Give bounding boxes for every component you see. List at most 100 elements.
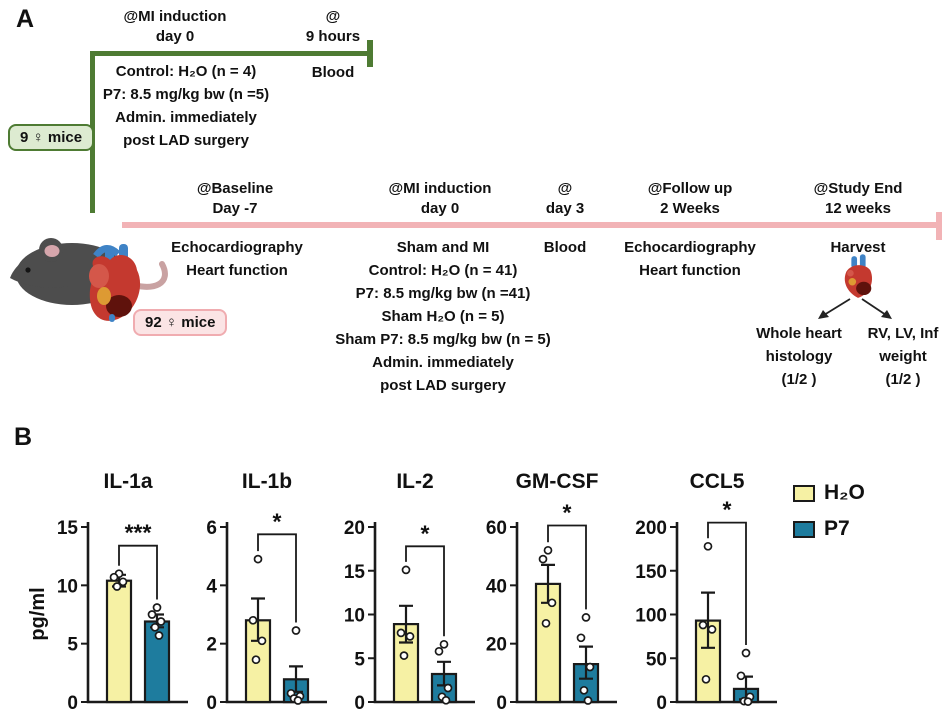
arrow-left-line	[823, 298, 851, 316]
axes	[225, 522, 327, 704]
data-point	[581, 613, 591, 622]
y-tick-label: 5	[67, 635, 78, 656]
error-bar	[701, 591, 715, 649]
data-point	[741, 648, 751, 658]
significance-stars: *	[273, 508, 282, 534]
harvest-output-weight: RV, LV, Inf weight (1/2 )	[868, 322, 939, 391]
cohort1-event-9h: @ 9 hours	[306, 7, 360, 47]
treatment-line: post LAD surgery	[123, 132, 249, 149]
data-point	[743, 697, 753, 706]
chart-legend: H₂O P7	[793, 481, 865, 541]
data-point	[118, 577, 128, 587]
data-point	[150, 622, 160, 632]
y-tick-label: 200	[635, 518, 667, 539]
data-point	[399, 651, 409, 660]
legend-swatch-p7	[793, 520, 815, 538]
arrow-left-head	[818, 310, 829, 319]
data-point	[248, 615, 258, 625]
y-tick-label: 0	[206, 693, 217, 714]
treatment-line: Admin. immediately	[115, 109, 257, 126]
cohort1-event-mi: @MI induction day 0	[124, 7, 227, 47]
cohort1-badge: 9 ♀ mice	[8, 124, 95, 151]
data-point	[583, 696, 593, 705]
cohort2-timeline-endcap	[936, 212, 942, 240]
heart-vessel	[851, 256, 858, 269]
cohort1-blood-label: Blood	[311, 64, 355, 81]
y-tick-label: 5	[354, 649, 365, 670]
significance-bracket	[257, 533, 297, 623]
data-point	[251, 655, 261, 665]
panel-a-label: A	[16, 5, 35, 33]
data-point	[253, 554, 263, 564]
event-line2: 2 Weeks	[660, 200, 720, 217]
y-tick-label: 0	[496, 693, 507, 714]
treatment-line: Control: H₂O (n = 4)	[115, 63, 257, 80]
y-tick-label: 20	[344, 518, 365, 539]
cohort2-day3-block: Blood	[544, 236, 587, 259]
heart-patch	[97, 287, 111, 305]
bar-h2o	[105, 579, 133, 704]
cohort1-timeline	[92, 51, 373, 56]
significance-stars: *	[421, 520, 430, 546]
block-line: Control: H₂O (n = 41)	[368, 262, 518, 279]
block-line: Echocardiography	[171, 239, 303, 256]
y-tick-label: 0	[656, 693, 667, 714]
significance-bracket	[118, 544, 158, 600]
data-point	[152, 603, 162, 612]
legend-row-h2o: H₂O	[793, 481, 865, 505]
cohort2-mi-block: Sham and MI Control: H₂O (n = 41) P7: 8.…	[335, 236, 550, 397]
cohort2-event-baseline: @Baseline Day -7	[197, 179, 273, 219]
y-axis-label: pg/ml	[28, 587, 49, 640]
arrow-right-line	[861, 298, 887, 316]
data-point	[443, 683, 453, 693]
event-line2: Day -7	[212, 200, 258, 217]
significance-bracket	[707, 521, 747, 645]
legend-swatch-h2o	[793, 484, 815, 502]
y-tick-label: 20	[486, 635, 507, 656]
significance-bracket	[405, 545, 445, 637]
cohort2-event-mi: @MI induction day 0	[389, 179, 492, 219]
data-point	[154, 631, 164, 640]
chart-title: IL-1b	[242, 470, 292, 493]
heart-patch	[848, 277, 857, 286]
heart-aorta	[93, 245, 121, 259]
event-line1: @	[325, 8, 341, 25]
arrow-right-head	[881, 310, 892, 319]
block-line: Sham H₂O (n = 5)	[381, 308, 505, 325]
y-tick-label: 15	[344, 562, 366, 583]
significance-stars: ***	[125, 520, 152, 546]
heart-apex	[856, 281, 872, 296]
event-line1: @Follow up	[647, 180, 733, 197]
data-point	[434, 646, 444, 656]
block-line: Sham and MI	[396, 239, 490, 256]
legend-label-p7: P7	[824, 517, 850, 540]
harvest-line: weight	[879, 348, 927, 365]
cohort1-timeline-endcap	[367, 40, 373, 67]
data-point	[703, 541, 713, 551]
data-point	[293, 696, 303, 705]
significance-stars: *	[723, 497, 732, 523]
y-tick-label: 4	[206, 576, 217, 597]
data-point	[396, 628, 406, 638]
y-tick-label: 50	[646, 649, 667, 670]
cohort2-event-followup: @Follow up 2 Weeks	[648, 179, 733, 219]
panel-b-label: B	[14, 423, 33, 451]
y-tick-label: 6	[206, 518, 217, 539]
block-line: Heart function	[186, 262, 288, 279]
harvest-line: RV, LV, Inf	[867, 325, 939, 342]
harvest-line: (1/2 )	[781, 371, 817, 388]
cohort2-event-day3: @ day 3	[546, 179, 584, 219]
data-point	[109, 572, 119, 582]
harvest-line: Whole heart	[756, 325, 842, 342]
block-line: Heart function	[639, 262, 741, 279]
data-point	[441, 695, 451, 705]
y-tick-label: 10	[57, 576, 78, 597]
heart-atrium	[89, 264, 109, 288]
event-line2: day 3	[545, 200, 585, 217]
data-point	[579, 685, 589, 695]
event-line2: 12 weeks	[825, 200, 891, 217]
data-point	[401, 565, 411, 575]
